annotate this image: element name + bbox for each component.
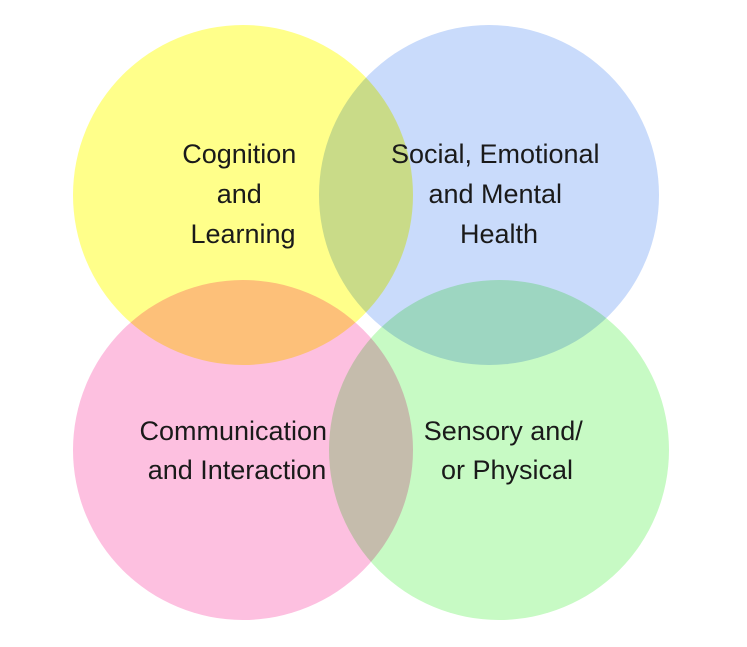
cognition-label-line-3: Learning <box>190 219 295 249</box>
circle-social-emotional-mental-health <box>319 25 659 365</box>
cognition-label-line-2: and <box>217 179 262 209</box>
sensory-label-line-2: or Physical <box>441 455 573 485</box>
social-label: Social, Emotional and Mental Health <box>391 139 607 249</box>
social-circle-shape <box>319 25 659 365</box>
communication-circle-shape <box>73 280 413 620</box>
sensory-label-line-1: Sensory and/ <box>424 416 584 446</box>
circle-cognition-and-learning <box>73 25 413 365</box>
social-label-line-2: and Mental <box>428 179 562 209</box>
circle-communication-and-interaction <box>73 280 413 620</box>
cognition-label: Cognition and Learning <box>182 139 304 249</box>
cognition-label-line-1: Cognition <box>182 139 296 169</box>
communication-label-line-1: Communication <box>139 416 327 446</box>
sensory-circle-shape <box>329 280 669 620</box>
sensory-label: Sensory and/ or Physical <box>424 416 591 485</box>
circle-sensory-and-physical <box>329 280 669 620</box>
social-label-line-1: Social, Emotional <box>391 139 600 169</box>
cognition-circle-shape <box>73 25 413 365</box>
communication-label: Communication and Interaction <box>139 416 334 485</box>
social-label-line-3: Health <box>460 219 538 249</box>
communication-label-line-2: and Interaction <box>148 455 327 485</box>
